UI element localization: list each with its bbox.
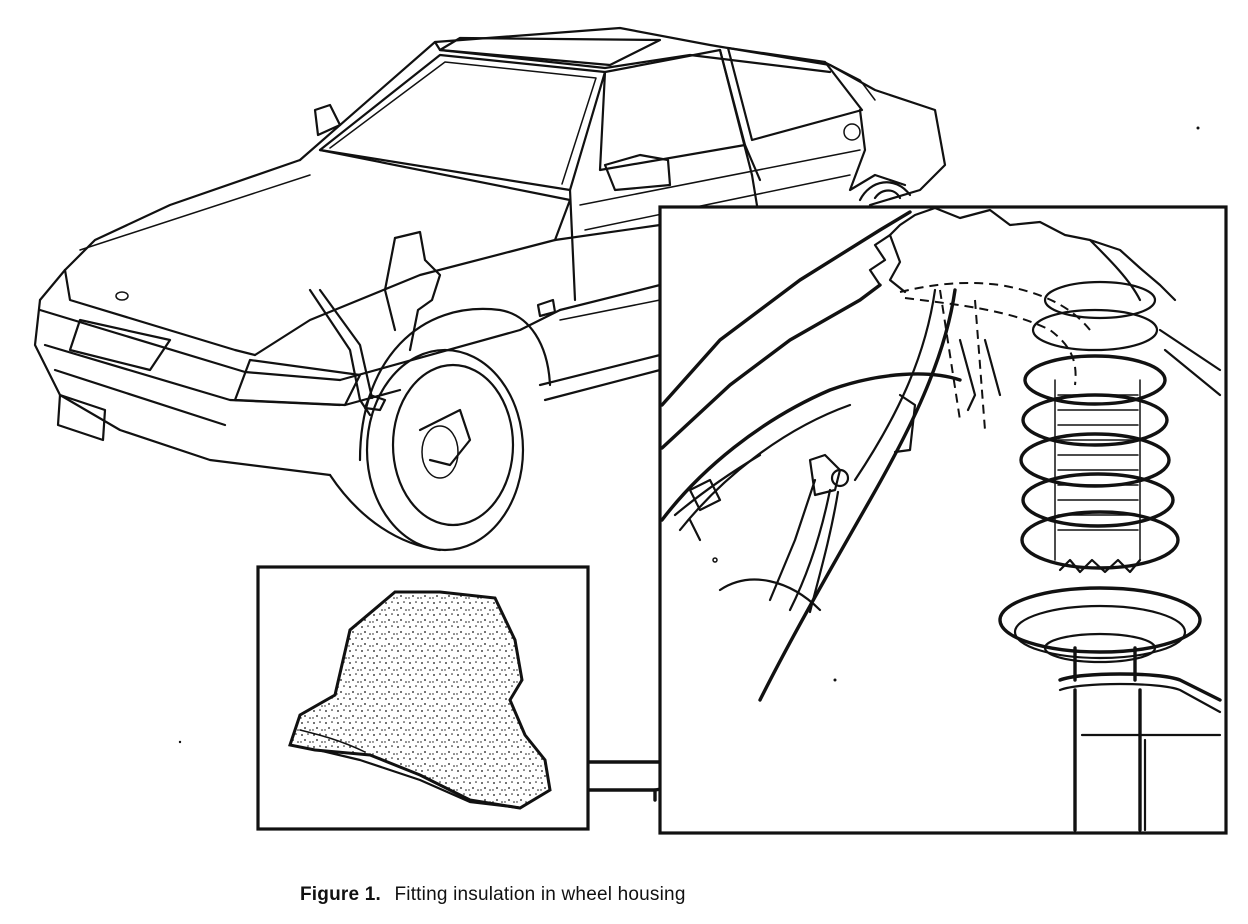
figure-caption: Figure 1. Fitting insulation in wheel ho… [300,884,900,906]
figure-caption-text: Fitting insulation in wheel housing [394,884,686,905]
coil-spring [1019,280,1180,574]
inset-frame-insulation [256,565,590,831]
detail-frame-wheel-housing [658,205,1228,835]
strut [998,586,1222,832]
figure-number: Figure 1. [300,884,381,905]
insulation-piece [288,590,552,810]
